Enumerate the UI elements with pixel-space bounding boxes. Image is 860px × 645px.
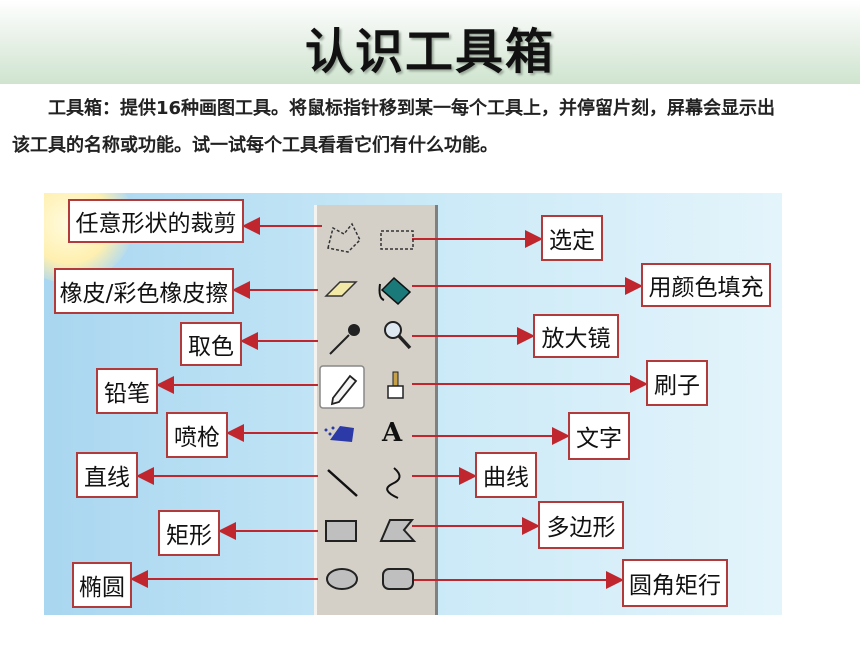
label-magnifier: 放大镜 [533, 314, 619, 358]
paint-toolbox [314, 205, 438, 615]
label-rounded-rect: 圆角矩行 [622, 559, 728, 607]
label-airbrush: 喷枪 [166, 412, 228, 458]
label-eraser: 橡皮/彩色橡皮擦 [54, 268, 234, 314]
label-fill-color: 用颜色填充 [641, 263, 771, 307]
label-line: 直线 [76, 452, 138, 498]
label-free-form-select: 任意形状的裁剪 [68, 199, 244, 243]
intro-paragraph: 工具箱：提供16种画图工具。将鼠标指针移到某一每个工具上，并停留片刻，屏幕会显示… [12, 98, 776, 156]
label-pencil: 铅笔 [96, 368, 158, 414]
eyedropper-icon [329, 324, 360, 355]
magnifier-icon [384, 321, 412, 350]
free-form-select-icon [327, 222, 361, 253]
page-title: 认识工具箱 [304, 24, 555, 80]
line-icon [327, 469, 358, 497]
curve-icon [386, 467, 401, 499]
select-icon [380, 230, 414, 250]
label-curve: 曲线 [475, 452, 537, 498]
eraser-icon [324, 281, 358, 297]
ellipse-icon [326, 568, 358, 590]
label-pick-color: 取色 [180, 322, 242, 366]
text-icon: A [382, 418, 403, 448]
fill-bucket-icon [378, 276, 412, 306]
brush-icon [387, 371, 404, 399]
label-rectangle: 矩形 [158, 510, 220, 556]
pencil-icon [319, 365, 365, 409]
airbrush-icon [324, 426, 354, 442]
rectangle-icon [325, 520, 357, 542]
label-text: 文字 [568, 412, 630, 460]
label-select: 选定 [541, 215, 603, 261]
label-ellipse: 椭圆 [72, 562, 132, 608]
title-banner [0, 0, 860, 84]
rounded-rectangle-icon [382, 568, 414, 590]
label-polygon: 多边形 [538, 501, 624, 549]
polygon-icon [379, 519, 417, 542]
label-brush: 刷子 [646, 360, 708, 406]
